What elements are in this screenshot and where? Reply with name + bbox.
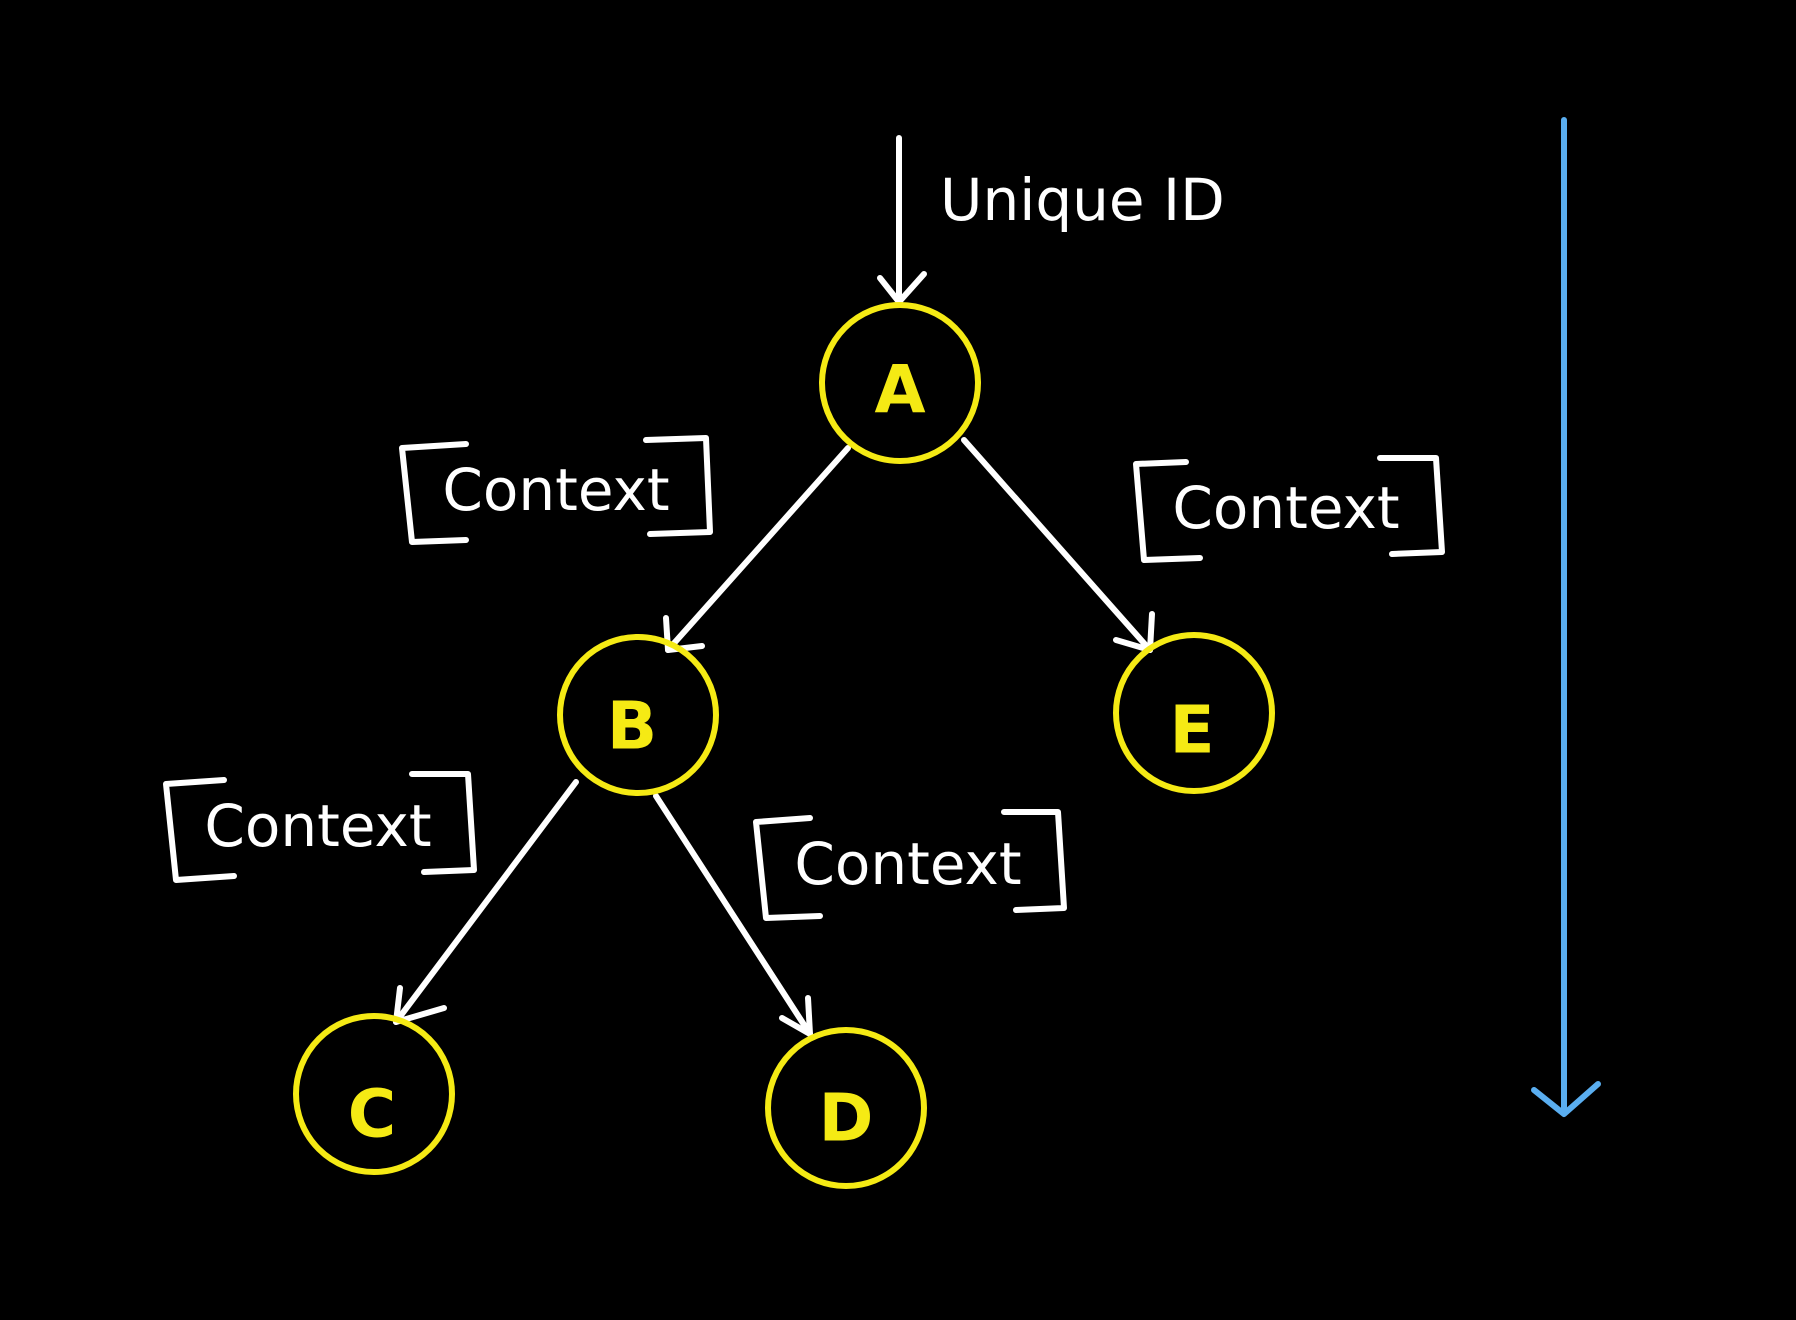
- node-d: D: [765, 1027, 927, 1189]
- node-d-label: D: [819, 1080, 874, 1157]
- context-a-b-close-bracket: [643, 435, 713, 537]
- context-b-c-text: Context: [204, 792, 431, 860]
- context-a-b-open-bracket: [399, 441, 469, 545]
- node-a-circle: [819, 302, 981, 464]
- input-arrow: [877, 135, 927, 305]
- context-b-d-text: Context: [794, 830, 1021, 898]
- context-label-a-b: Context: [399, 435, 713, 545]
- node-b-circle: [557, 634, 719, 796]
- node-a-label: A: [874, 352, 925, 429]
- unique-id-label: Unique ID: [940, 166, 1225, 234]
- node-c-circle: [293, 1013, 455, 1175]
- context-b-d-open-bracket: [753, 815, 823, 921]
- context-label-a-e: Context: [1133, 455, 1445, 563]
- edge-a-b: [663, 445, 851, 653]
- context-a-e-open-bracket: [1133, 459, 1203, 563]
- edge-b-d: [653, 793, 813, 1037]
- direction-arrow-head: [1531, 1081, 1601, 1117]
- context-label-b-c: Context: [163, 771, 477, 883]
- edge-b-d-arrowhead: [779, 995, 813, 1037]
- context-label-b-d: Context: [753, 809, 1067, 921]
- edge-b-c-line: [393, 779, 579, 1025]
- edge-a-e-line: [961, 437, 1153, 653]
- node-e: E: [1113, 632, 1275, 794]
- edge-b-d-line: [653, 793, 813, 1037]
- node-a: A: [819, 302, 981, 464]
- input-arrow-head: [877, 271, 927, 305]
- node-b-label: B: [607, 688, 657, 765]
- edge-a-b-arrowhead: [663, 615, 705, 653]
- node-e-circle: [1113, 632, 1275, 794]
- context-b-c-open-bracket: [163, 777, 237, 883]
- node-e-label: E: [1169, 692, 1214, 769]
- node-d-circle: [765, 1027, 927, 1189]
- node-b: B: [557, 634, 719, 796]
- down-arrow-icon: [1531, 117, 1601, 1117]
- context-a-e-close-bracket: [1377, 455, 1445, 557]
- context-a-e-text: Context: [1172, 474, 1399, 542]
- edge-a-b-line: [665, 445, 851, 653]
- node-c-label: C: [348, 1076, 396, 1153]
- edge-a-e: [961, 437, 1155, 653]
- context-b-d-close-bracket: [1001, 809, 1067, 913]
- context-a-b-text: Context: [442, 456, 669, 524]
- context-b-c-close-bracket: [409, 771, 477, 875]
- node-c: C: [293, 1013, 455, 1175]
